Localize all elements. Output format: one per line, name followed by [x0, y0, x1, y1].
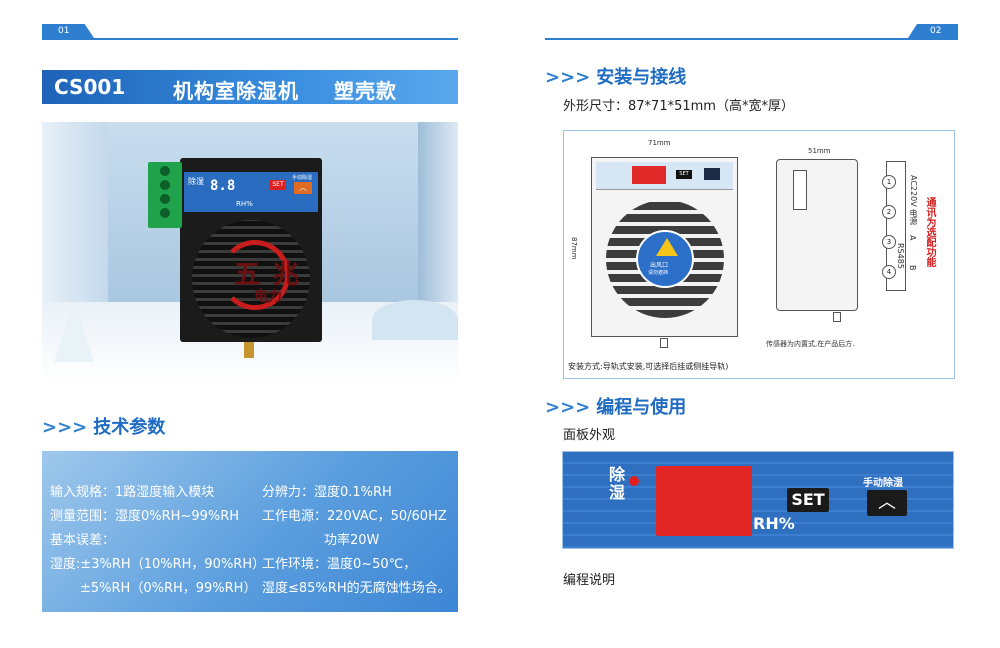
- device-set-button: SET: [270, 180, 286, 190]
- device-up-icon: ︿: [294, 182, 312, 194]
- drawing-front-view: SET 出风口 请勿遮挡: [591, 157, 738, 348]
- spec-box: 输入规格：1路湿度输入模块 测量范围：湿度0%RH~99%RH 基本误差： 湿度…: [42, 451, 458, 612]
- panel-up-icon: ︿: [867, 490, 907, 516]
- header-rule-left: [42, 38, 458, 40]
- device-display: 8.8: [210, 178, 236, 194]
- page-number-right: 02: [908, 24, 958, 38]
- drawing-display: [632, 166, 666, 184]
- header-rule-right: [545, 38, 958, 40]
- section-title-install: >>>安装与接线: [545, 63, 686, 89]
- programming-title: 编程说明: [563, 573, 616, 588]
- chevron-icon: >>>: [545, 67, 591, 88]
- dehumidifier-device: 除湿 8.8 RH% SET 手动除湿 ︿ 五 兆 电力: [148, 158, 322, 358]
- panel-appearance: 除湿 RH% SET 手动除湿 ︿: [562, 451, 954, 549]
- terminal-3: 3: [882, 235, 896, 249]
- spec-error-1: 湿度:±3%RH（10%RH，90%RH）: [50, 557, 266, 572]
- section-title-program: >>>编程与使用: [545, 393, 686, 419]
- section-title-tech-text: 技术参数: [93, 417, 166, 438]
- terminal-4: 4: [882, 265, 896, 279]
- spec-error-2: ±5%RH（0%RH，99%RH）: [80, 581, 257, 596]
- section-title-tech: >>>技术参数: [42, 413, 165, 439]
- install-size: 外形尺寸：87*71*51mm（高*宽*厚）: [563, 99, 794, 114]
- panel-title: 面板外观: [563, 428, 616, 443]
- photo-wall-left: [42, 122, 108, 302]
- wire-rs485-label: RS485: [896, 243, 905, 269]
- drawing-front-spout: [660, 338, 668, 348]
- install-drawing: 71mm 87mm 51mm SET 出风口 请勿遮挡 1 2 3 4 AC22…: [563, 130, 955, 379]
- drawing-side-spout: [833, 312, 841, 322]
- wire-a-label: A: [908, 235, 917, 241]
- product-photo: 除湿 8.8 RH% SET 手动除湿 ︿ 五 兆 电力: [42, 122, 458, 383]
- device-panel: 除湿 8.8 RH% SET 手动除湿 ︿: [184, 172, 318, 212]
- drawing-side-view: [776, 159, 858, 322]
- drawing-set-button: SET: [676, 170, 692, 179]
- wire-power-label: AC220V 电源: [909, 175, 918, 226]
- mount-note: 安装方式:导轨式安装,可选择后挂或侧挂导轨): [568, 362, 729, 371]
- terminal-2: 2: [882, 205, 896, 219]
- photo-decor-dome: [372, 300, 458, 340]
- dim-width: 71mm: [648, 139, 671, 147]
- terminal-1: 1: [882, 175, 896, 189]
- dim-depth: 51mm: [808, 147, 831, 155]
- spec-env-2: 湿度≤85%RH的无腐蚀性场合。: [262, 581, 451, 596]
- panel-indicator-dot: [629, 476, 639, 486]
- badge-line-1: 出风口: [650, 262, 669, 269]
- spec-input: 输入规格：1路湿度输入模块: [50, 485, 215, 500]
- spec-range: 测量范围：湿度0%RH~99%RH: [50, 509, 240, 524]
- panel-rh-label: RH%: [753, 514, 795, 533]
- section-title-install-text: 安装与接线: [596, 67, 687, 88]
- comm-note: 通讯为选配功能: [924, 197, 935, 267]
- device-manual-label: 手动除湿: [292, 175, 313, 181]
- dim-height: 87mm: [570, 237, 578, 260]
- product-model: CS001: [54, 75, 126, 99]
- panel-manual-label: 手动除湿: [863, 478, 903, 489]
- watermark-subtext: 电力: [254, 289, 282, 305]
- drain-nozzle: [244, 342, 254, 358]
- drawing-up-icon: [704, 168, 720, 180]
- page-number-left: 01: [42, 24, 94, 38]
- drawing-outlet-badge: 出风口 请勿遮挡: [636, 230, 694, 288]
- badge-line-2: 请勿遮挡: [648, 270, 669, 276]
- sensor-note: 传感器为内置式,在产品后方.: [766, 340, 855, 348]
- panel-label: 除湿: [609, 465, 626, 502]
- device-rh-label: RH%: [236, 200, 253, 208]
- warning-icon: [656, 238, 678, 256]
- watermark-ring-icon: [220, 240, 290, 310]
- photo-wall-right: [418, 122, 458, 302]
- product-variant: 塑壳款: [334, 79, 397, 103]
- device-label: 除湿: [188, 177, 204, 186]
- panel-display: [656, 466, 752, 536]
- drawing-panel: SET: [596, 162, 733, 190]
- terminal-block: [148, 162, 182, 228]
- section-title-program-text: 编程与使用: [596, 397, 687, 418]
- watermark-text: 五 兆: [234, 260, 302, 290]
- wire-b-label: B: [908, 265, 917, 271]
- spec-resolution: 分辨力：湿度0.1%RH: [262, 485, 392, 500]
- spec-env: 工作环境：温度0~50℃，: [262, 557, 417, 572]
- spec-error-title: 基本误差：: [50, 533, 116, 548]
- spec-power-2: 功率20W: [324, 533, 380, 548]
- product-banner: CS001 机构室除湿机 塑壳款: [42, 70, 458, 104]
- panel-set-button: SET: [787, 488, 829, 512]
- wiring-diagram: [886, 161, 906, 291]
- chevron-icon: >>>: [42, 417, 88, 438]
- photo-decor-cone: [54, 302, 94, 362]
- spec-power: 工作电源：220VAC，50/60HZ: [262, 509, 447, 524]
- drawing-side-slot: [793, 170, 807, 210]
- chevron-icon: >>>: [545, 397, 591, 418]
- product-name: 机构室除湿机: [173, 79, 299, 103]
